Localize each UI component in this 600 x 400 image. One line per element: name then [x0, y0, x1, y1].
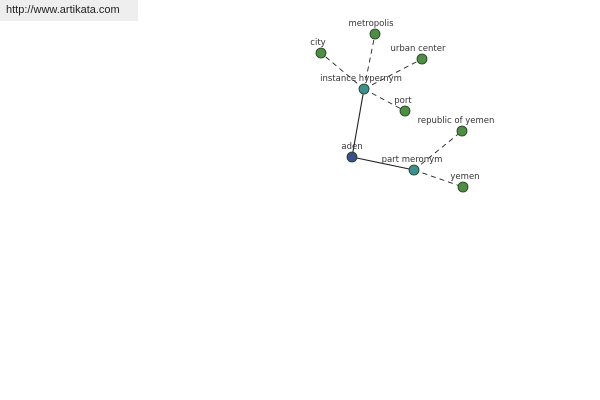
node-metropolis[interactable]: [369, 28, 381, 40]
label-layer: aden instance hypernym part meronym city met…: [310, 19, 494, 182]
node-label-aden: aden: [341, 142, 362, 152]
artikata-url-link[interactable]: http://www.artikata.com: [0, 0, 138, 21]
node-label-port: port: [394, 96, 412, 106]
node-label-metropolis: metropolis: [348, 19, 394, 29]
node-yemen[interactable]: [457, 181, 469, 193]
edge-instance_hypernym-city: [320, 52, 365, 90]
node-layer: [315, 28, 469, 193]
node-aden[interactable]: [346, 151, 358, 163]
node-port[interactable]: [399, 105, 411, 117]
edge-layer: [320, 33, 464, 188]
node-part-meronym[interactable]: [408, 164, 420, 176]
edge-instance_hypernym-port: [363, 88, 406, 112]
node-label-city: city: [310, 38, 325, 48]
node-label-yemen: yemen: [450, 172, 479, 182]
edge-instance_hypernym-metropolis: [363, 33, 376, 90]
node-label-instance-hypernym: instance hypernym: [320, 74, 402, 84]
edge-aden-instance_hypernym: [351, 88, 365, 158]
node-label-urban-center: urban center: [391, 44, 446, 54]
node-urban-center[interactable]: [416, 53, 428, 65]
node-label-part-meronym: part meronym: [382, 155, 443, 165]
edge-instance_hypernym-urban_center: [363, 58, 423, 90]
edge-part_meronym-republic_of_yemen: [413, 130, 463, 171]
node-instance-hypernym[interactable]: [358, 83, 370, 95]
edge-aden-part_meronym: [351, 156, 415, 171]
node-city[interactable]: [315, 47, 327, 59]
node-label-republic-of-yemen: republic of yemen: [418, 116, 495, 126]
node-republic-of-yemen[interactable]: [456, 125, 468, 137]
